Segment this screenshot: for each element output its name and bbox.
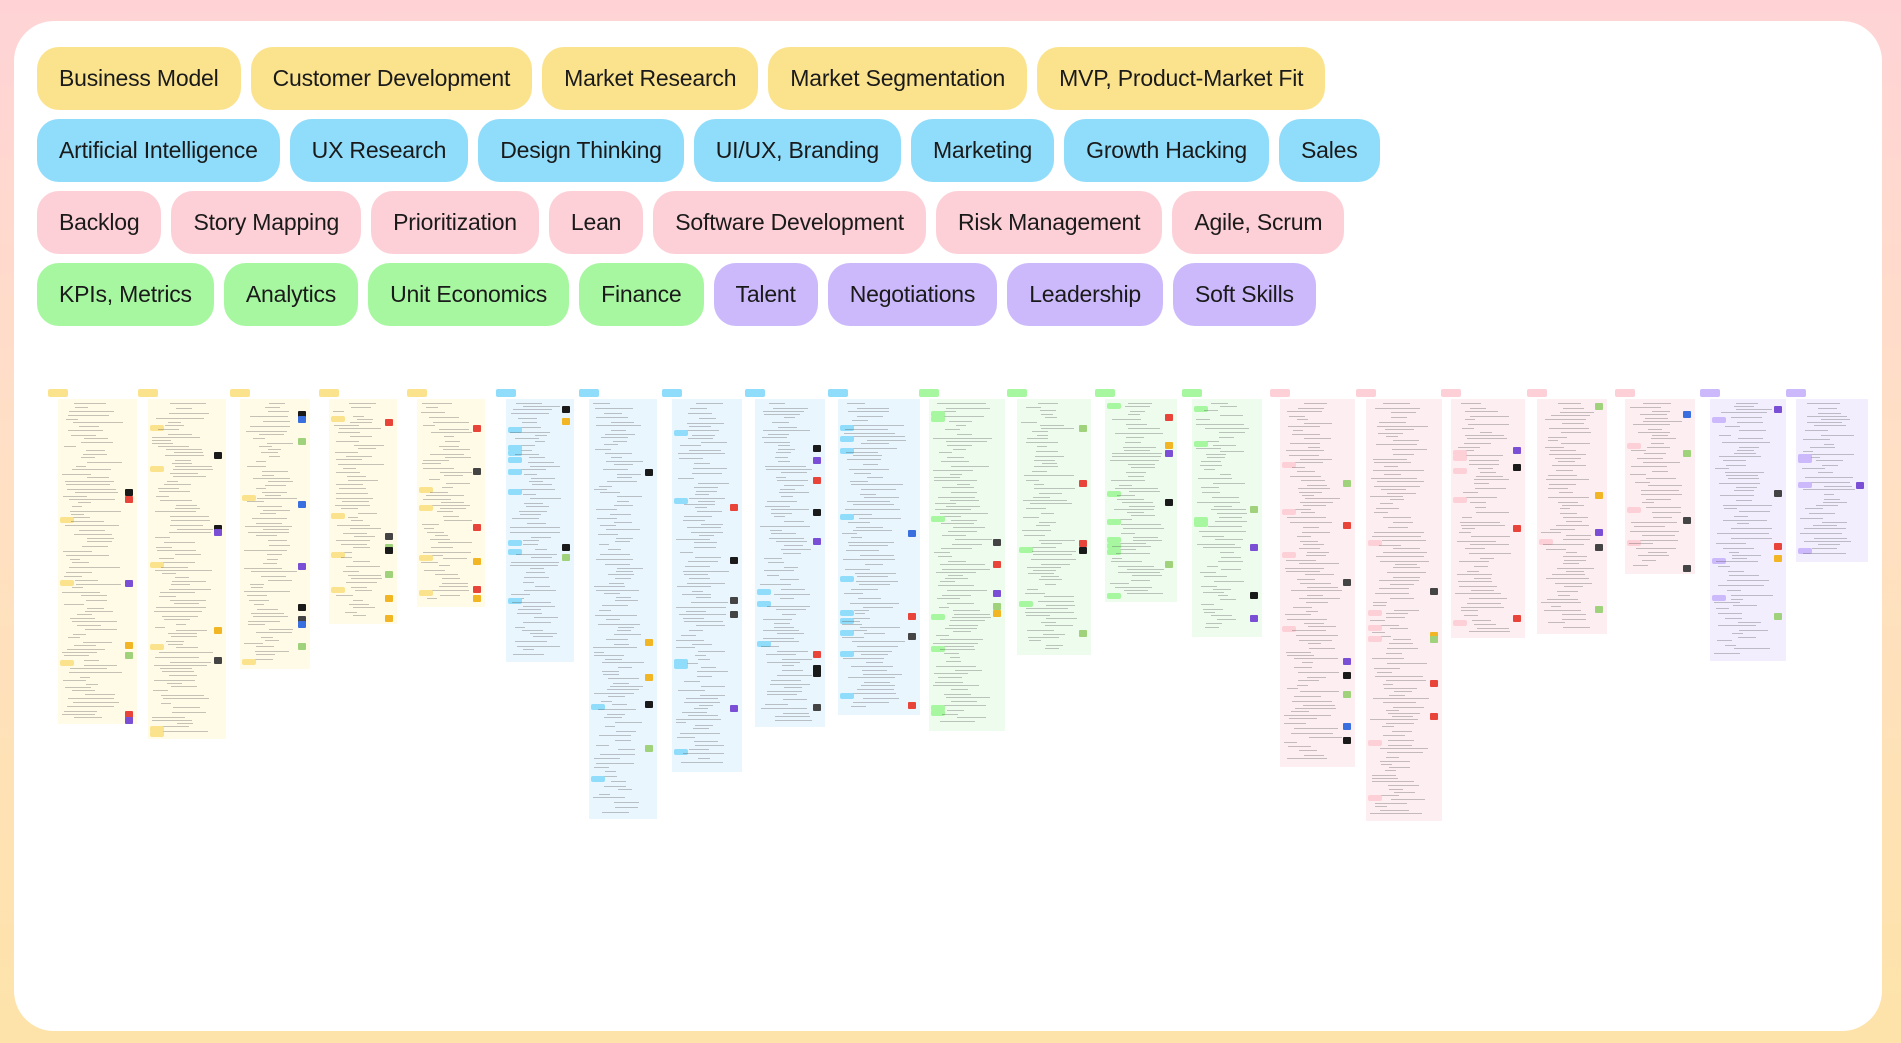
mind-map-thumbnail[interactable] bbox=[319, 389, 397, 624]
mind-map-thumbnail[interactable] bbox=[1356, 389, 1442, 821]
mind-map-thumbnail[interactable] bbox=[1527, 389, 1607, 634]
topic-tag[interactable]: Growth Hacking bbox=[1064, 119, 1269, 182]
mind-map-thumbnail[interactable] bbox=[48, 389, 137, 724]
topic-tag[interactable]: Analytics bbox=[223, 263, 359, 326]
mind-map-thumbnail[interactable] bbox=[919, 389, 1005, 731]
mind-map-root-node bbox=[1270, 389, 1290, 397]
mind-map-thumbnail[interactable] bbox=[828, 389, 920, 715]
topic-tag[interactable]: Prioritization bbox=[371, 191, 539, 254]
topic-tag[interactable]: Lean bbox=[548, 191, 644, 254]
mind-map-thumbnail[interactable] bbox=[1615, 389, 1695, 574]
mind-map-thumbnail[interactable] bbox=[1095, 389, 1177, 602]
mind-map-thumbnail[interactable] bbox=[138, 389, 226, 739]
topic-tag[interactable]: Customer Development bbox=[250, 47, 533, 110]
topic-tag[interactable]: Soft Skills bbox=[1173, 263, 1316, 326]
mind-map-overview bbox=[14, 21, 1882, 1031]
topic-tag[interactable]: Unit Economics bbox=[368, 263, 570, 326]
mind-map-root-node bbox=[230, 389, 250, 397]
mind-map-root-node bbox=[319, 389, 339, 397]
topic-tag[interactable]: Finance bbox=[579, 263, 704, 326]
topic-tag[interactable]: Software Development bbox=[653, 191, 926, 254]
mind-map-root-node bbox=[1356, 389, 1376, 397]
mind-map-thumbnail[interactable] bbox=[745, 389, 825, 727]
mind-map-thumbnail[interactable] bbox=[1007, 389, 1091, 655]
mind-map-root-node bbox=[1527, 389, 1547, 397]
topic-tag[interactable]: Marketing bbox=[910, 119, 1055, 182]
topic-tag[interactable]: Leadership bbox=[1007, 263, 1163, 326]
topic-tag[interactable]: Agile, Scrum bbox=[1172, 191, 1345, 254]
mind-map-thumbnail[interactable] bbox=[496, 389, 574, 662]
topic-tag[interactable]: Talent bbox=[713, 263, 818, 326]
mind-map-thumbnail[interactable] bbox=[662, 389, 742, 772]
mind-map-root-node bbox=[138, 389, 158, 397]
topic-tag[interactable]: Story Mapping bbox=[171, 191, 362, 254]
mind-map-thumbnail[interactable] bbox=[407, 389, 485, 607]
topic-tag[interactable]: Business Model bbox=[37, 47, 241, 110]
topic-tag[interactable]: Backlog bbox=[37, 191, 162, 254]
topic-tag[interactable]: Artificial Intelligence bbox=[37, 119, 280, 182]
mind-map-root-node bbox=[1441, 389, 1461, 397]
mind-map-root-node bbox=[662, 389, 682, 397]
topic-tag[interactable]: Risk Management bbox=[935, 191, 1163, 254]
mind-map-thumbnail[interactable] bbox=[1786, 389, 1868, 562]
mind-map-root-node bbox=[407, 389, 427, 397]
mind-map-root-node bbox=[1182, 389, 1202, 397]
topic-tag[interactable]: UI/UX, Branding bbox=[693, 119, 901, 182]
mind-map-root-node bbox=[828, 389, 848, 397]
mind-map-thumbnail[interactable] bbox=[1270, 389, 1355, 767]
mind-map-root-node bbox=[1786, 389, 1806, 397]
topic-tag[interactable]: Sales bbox=[1278, 119, 1380, 182]
topic-tag[interactable]: KPIs, Metrics bbox=[37, 263, 214, 326]
mind-map-root-node bbox=[48, 389, 68, 397]
mind-map-root-node bbox=[1700, 389, 1720, 397]
mind-map-root-node bbox=[1095, 389, 1115, 397]
mind-map-root-node bbox=[579, 389, 599, 397]
mind-map-root-node bbox=[496, 389, 516, 397]
mind-map-thumbnail[interactable] bbox=[1700, 389, 1786, 661]
topic-tag[interactable]: Design Thinking bbox=[478, 119, 684, 182]
topic-tag[interactable]: Market Segmentation bbox=[768, 47, 1028, 110]
topic-tag[interactable]: UX Research bbox=[289, 119, 469, 182]
topic-tag[interactable]: Market Research bbox=[542, 47, 759, 110]
mind-map-root-node bbox=[919, 389, 939, 397]
mind-map-root-node bbox=[745, 389, 765, 397]
topic-tag[interactable]: MVP, Product-Market Fit bbox=[1037, 47, 1326, 110]
mind-map-thumbnail[interactable] bbox=[230, 389, 310, 669]
topic-tag[interactable]: Negotiations bbox=[827, 263, 998, 326]
mind-map-root-node bbox=[1007, 389, 1027, 397]
mind-map-thumbnail[interactable] bbox=[579, 389, 657, 819]
mind-map-thumbnail[interactable] bbox=[1441, 389, 1525, 638]
mind-map-thumbnail[interactable] bbox=[1182, 389, 1262, 637]
mind-map-root-node bbox=[1615, 389, 1635, 397]
